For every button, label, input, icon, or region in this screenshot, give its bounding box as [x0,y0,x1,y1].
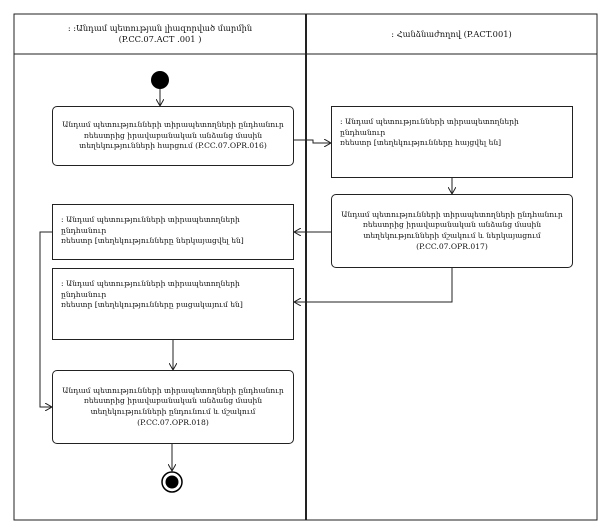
lane-title-commission-text: : Հանձնաժողով (P.ACT.001) [391,28,512,39]
object-info-requested[interactable]: : Անդամ պետությունների տիրապետողների ընդ… [331,106,573,178]
final-node-outer [161,471,183,493]
object-info-requested-label: : Անդամ պետությունների տիրապետողների ընդ… [340,117,519,148]
object-info-missing[interactable]: : Անդամ պետությունների տիրապետողների ընդ… [52,268,294,340]
object-info-submitted[interactable]: : Անդամ պետությունների տիրապետողների ընդ… [52,204,294,260]
activity-receive-process[interactable]: Անդամ պետությունների տիրապետողների ընդհա… [52,370,294,444]
activity-process-submit-label: Անդամ պետությունների տիրապետողների ընդհա… [341,209,563,251]
lane-title-authority-text: : :Անդամ պետության լիազորված մարմին (P.C… [67,23,253,44]
activity-request-info[interactable]: Անդամ պետությունների տիրապետողների ընդհա… [52,106,294,166]
flow-request-to-requested [294,140,331,143]
activity-receive-process-label: Անդամ պետությունների տիրապետողների ընդհա… [62,385,284,427]
final-node-inner [165,475,179,489]
activity-process-submit[interactable]: Անդամ պետությունների տիրապետողների ընդհա… [331,194,573,268]
flow-process-to-missing [294,268,453,302]
lane-title-commission: : Հանձնաժողով (P.ACT.001) [306,14,597,54]
lane-title-authority: : :Անդամ պետության լիազորված մարմին (P.C… [14,14,306,54]
flow-submitted-to-receive [39,231,52,407]
object-info-submitted-label: : Անդամ պետությունների տիրապետողների ընդ… [61,215,244,246]
object-info-missing-label: : Անդամ պետությունների տիրապետողների ընդ… [61,279,243,310]
initial-node [151,71,169,89]
activity-request-info-label: Անդամ պետությունների տիրապետողների ընդհա… [62,120,284,151]
